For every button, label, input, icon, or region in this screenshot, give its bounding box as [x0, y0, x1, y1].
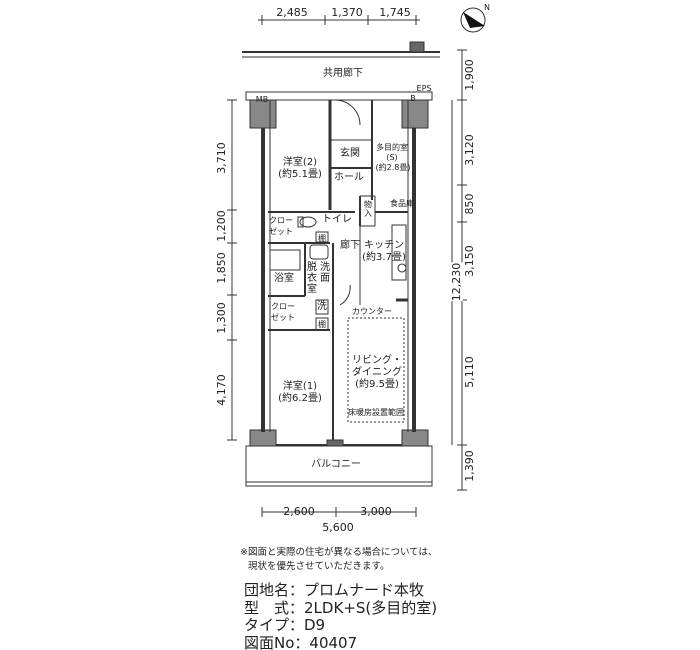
top-exterior-band [245, 91, 433, 101]
label-mb: MB [255, 95, 269, 104]
label-living: リビング・ [352, 355, 402, 366]
dimension-left-3: 1,850 [215, 252, 228, 284]
unit-info: 団地名：プロムナード本牧 型 式：2LDK+S(多目的室) タイプ：D9 図面N… [244, 581, 438, 650]
label-western-room-2-size: (約5.1畳) [278, 169, 322, 180]
dimension-right-3: 850 [463, 193, 476, 215]
label-counter: カウンター [352, 307, 392, 316]
label-western-room-1: 洋室(1) [282, 381, 318, 392]
label-closet-1-line1: クロー [269, 216, 293, 225]
column-bottom-right [401, 429, 429, 447]
label-washer: 洗 [317, 301, 327, 312]
label-toilet: トイレ [322, 214, 352, 225]
dimension-right-6: 1,390 [463, 450, 476, 482]
column-top-left [249, 99, 277, 129]
label-balcony: バルコニー [311, 459, 361, 470]
dimension-right-2: 3,120 [463, 134, 476, 166]
compass-icon [460, 7, 486, 33]
label-western-room-1-size: (約6.2畳) [278, 393, 322, 404]
label-kitchen: キッチン [364, 240, 404, 251]
label-b: B [410, 94, 416, 103]
label-closet-2-line1: クロー [271, 302, 295, 311]
label-storage: 物入 [364, 200, 372, 218]
label-western-room-2: 洋室(2) [282, 157, 318, 168]
label-multipurpose-room: 多目的室 [376, 143, 408, 152]
dimension-bottom-total: 5,600 [322, 521, 354, 534]
label-common-corridor: 共用廊下 [323, 68, 363, 79]
label-dining: ダイニング [352, 367, 402, 378]
label-shelf-2: 棚 [318, 320, 326, 329]
dimension-left-4: 1,300 [215, 302, 228, 334]
dimension-right-total: 12,230 [450, 262, 463, 302]
label-kitchen-size: (約3.7畳) [362, 252, 406, 263]
label-hallway: 廊下 [340, 240, 360, 251]
dimension-right-5: 5,110 [463, 356, 476, 388]
floor-heating-area [347, 317, 405, 423]
info-estate-name: 団地名：プロムナード本牧 [244, 581, 425, 599]
dimension-left-2: 1,200 [215, 210, 228, 242]
dimension-top-1: 2,485 [276, 6, 308, 19]
label-bathroom: 浴室 [274, 273, 294, 284]
info-unit-type: 型 式：2LDK+S(多目的室) [244, 598, 438, 617]
label-shelf-1: 棚 [318, 234, 326, 243]
compass-label: N [484, 3, 490, 12]
label-washbasin: 洗面 [320, 262, 330, 284]
label-entrance: 玄関 [340, 148, 360, 159]
column-bottom-left [249, 429, 277, 447]
dimension-left-1: 3,710 [215, 142, 228, 174]
label-eps: EPS [416, 84, 432, 93]
label-closet-2-line2: ゼット [271, 313, 295, 322]
label-closet-1-line2: ゼット [269, 227, 293, 236]
dimension-right-4: 3,150 [463, 245, 476, 277]
info-subtype: タイプ：D9 [244, 616, 326, 634]
label-hall: ホール [334, 172, 364, 183]
disclaimer-note: ※図面と実際の住宅が異なる場合については、 現状を優先させていただきます。 [240, 546, 438, 574]
dimension-right-1: 1,900 [463, 59, 476, 91]
label-multipurpose-room-sub: (S) [386, 153, 398, 162]
label-multipurpose-room-size: (約2.8畳) [375, 163, 411, 172]
label-floor-heating: 床暖房設置範囲 [348, 408, 404, 417]
label-pantry: 食品庫 [390, 199, 414, 208]
label-dressing-room: 脱衣室 [307, 262, 317, 295]
note-line-2: 現状を優先させていただきます。 [248, 561, 390, 572]
dimension-top-3: 1,745 [379, 6, 411, 19]
dimension-bottom-1: 2,600 [283, 505, 315, 518]
info-drawing-number: 図面No：40407 [244, 633, 358, 650]
dimension-top-2: 1,370 [331, 6, 363, 19]
dimension-left-5: 4,170 [215, 374, 228, 406]
note-line-1: ※図面と実際の住宅が異なる場合については、 [240, 547, 438, 558]
column-top-right [401, 99, 429, 129]
label-living-size: (約9.5畳) [355, 379, 399, 390]
dimension-bottom-2: 3,000 [360, 505, 392, 518]
